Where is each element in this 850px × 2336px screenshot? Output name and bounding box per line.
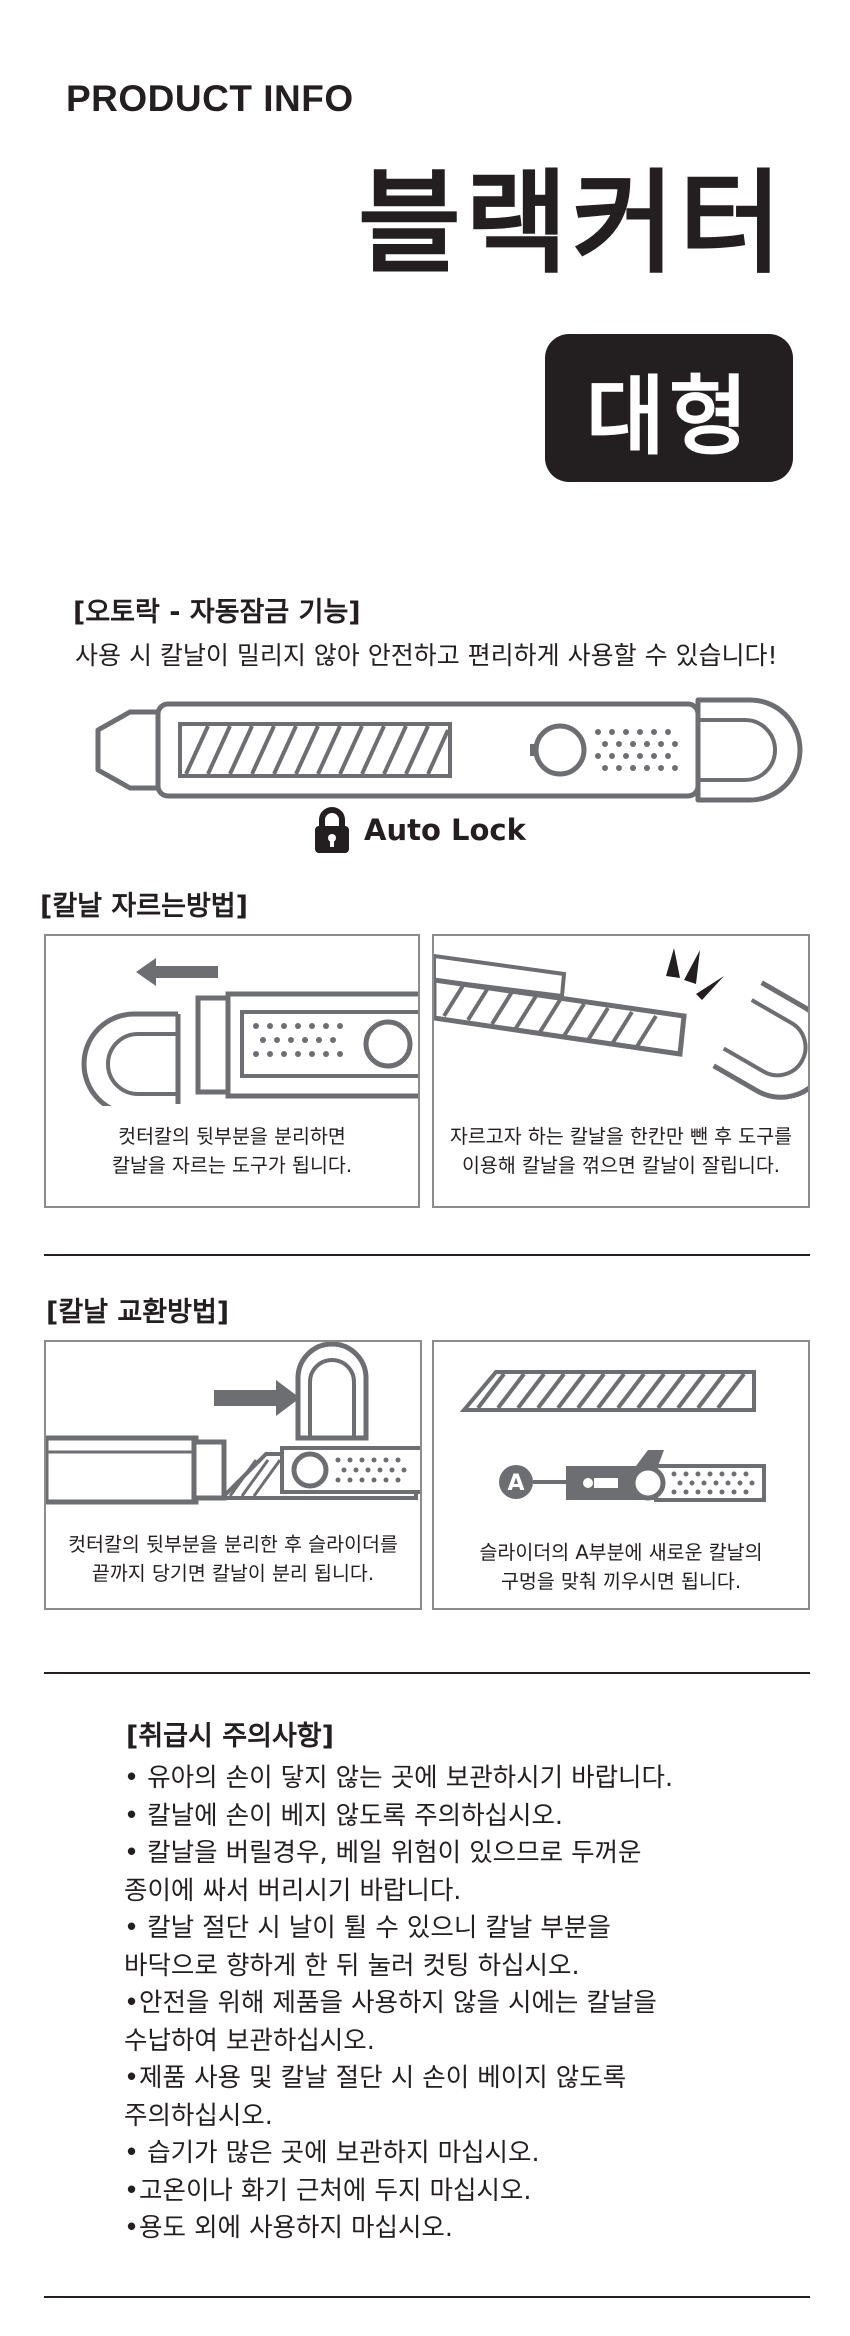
caution-line: •용도 외에 사용하지 마십시오. xyxy=(124,2213,453,2243)
caution-line: •안전을 위해 제품을 사용하지 않을 시에는 칼날을 xyxy=(124,1988,657,2018)
marker-a-label: A xyxy=(507,1471,524,1496)
cut-panel-1-caption-2: 칼날을 자르는 도구가 됩니다. xyxy=(111,1154,353,1178)
caution-line: 종이에 싸서 버리시기 바랍니다. xyxy=(124,1875,462,1906)
cap-tool xyxy=(712,980,808,1100)
caution-line: • 칼날에 손이 베지 않도록 주의하십시오. xyxy=(124,1800,564,1831)
replace-panel-1-caption-1: 컷터칼의 뒷부분을 분리한 후 슬라이더를 xyxy=(68,1533,398,1556)
caution-line: • 습기가 많은 곳에 보관하지 마십시오. xyxy=(124,2138,540,2168)
size-badge: 대형 xyxy=(545,334,793,482)
caution-line: • 칼날을 버릴경우, 베일 위험이 있으므로 두꺼운 xyxy=(124,1838,642,1868)
replace-panel-2-caption-2: 구멍을 맞춰 끼우시면 됩니다. xyxy=(500,1570,742,1594)
replace-method-heading: [칼날 교환방법] xyxy=(46,1297,230,1328)
cut-method-heading: [칼날 자르는방법] xyxy=(40,891,248,922)
marker-a xyxy=(499,1465,533,1499)
padlock-icon xyxy=(315,807,349,853)
section-divider xyxy=(44,1672,810,1674)
autolock-badge: Auto Lock xyxy=(312,806,526,854)
section-divider xyxy=(44,2296,810,2298)
cut-panel-2: 자르고자 하는 칼날을 한칸만 뺀 후 도구를 이용해 칼날을 꺾으면 칼날이 … xyxy=(432,934,810,1208)
cutter-body xyxy=(46,1435,199,1505)
caution-line: • 유아의 손이 닿지 않는 곳에 보관하시기 바랍니다. xyxy=(124,1763,674,1793)
blade-tip xyxy=(95,709,163,791)
product-name: 블랙커터 xyxy=(357,159,786,289)
grip-dots xyxy=(595,729,678,771)
section-divider xyxy=(44,1254,810,1256)
caution-list: • 유아의 손이 닿지 않는 곳에 보관하시기 바랍니다. • 칼날에 손이 베… xyxy=(124,1760,673,2248)
cut-panel-2-caption-2: 이용해 칼날을 꺾으면 칼날이 잘립니다. xyxy=(461,1154,781,1178)
arrow-left-icon xyxy=(136,958,218,986)
autolock-description: 사용 시 칼날이 밀리지 않아 안전하고 편리하게 사용할 수 있습니다! xyxy=(75,641,778,670)
replace-panel-1-caption-2: 끝까지 당기면 칼날이 분리 됩니다. xyxy=(91,1562,375,1586)
caution-line: • 칼날 절단 시 날이 튈 수 있으니 칼날 부분을 xyxy=(124,1913,611,1943)
snap-impact-icon xyxy=(666,948,724,1000)
cut-panel-1: 컷터칼의 뒷부분을 분리하면 칼날을 자르는 도구가 됩니다. xyxy=(44,934,420,1208)
autolock-label: Auto Lock xyxy=(364,813,526,847)
autolock-cutter-illustration xyxy=(95,697,803,803)
caution-line: 바닥으로 향하게 한 뒤 눌러 컷팅 하십시오. xyxy=(124,1950,580,1981)
autolock-heading: [오토락 - 자동잠금 기능] xyxy=(73,597,361,628)
cut-panel-2-caption-1: 자르고자 하는 칼날을 한칸만 뺀 후 도구를 xyxy=(449,1125,793,1148)
blade-extended xyxy=(434,977,687,1057)
slider-button xyxy=(533,723,587,777)
caution-line: •고온이나 화기 근처에 두지 마십시오. xyxy=(124,2175,532,2206)
caution-heading: [취급시 주의사항] xyxy=(126,1721,334,1752)
caution-line: 수납하여 보관하십시오. xyxy=(124,2025,375,2056)
replace-panel-2-caption-1: 슬라이더의 A부분에 새로운 칼날의 xyxy=(479,1541,763,1564)
replace-panel-1: 컷터칼의 뒷부분을 분리한 후 슬라이더를 끝까지 당기면 칼날이 분리 됩니다… xyxy=(44,1340,422,1610)
replace-panel-2: A 슬라이더의 A부분에 새로운 칼날의 구멍을 맞춰 끼우시면 됩니다. xyxy=(432,1340,810,1610)
arrow-right-icon xyxy=(214,1380,300,1416)
end-cap xyxy=(695,697,803,803)
detached-cap xyxy=(81,1011,178,1106)
caution-line: 주의하십시오. xyxy=(124,2100,273,2131)
page-title: PRODUCT INFO xyxy=(66,78,354,119)
cut-panel-1-caption-1: 컷터칼의 뒷부분을 분리하면 xyxy=(118,1125,346,1148)
caution-line: •제품 사용 및 칼날 절단 시 손이 베이지 않도록 xyxy=(124,2063,627,2093)
